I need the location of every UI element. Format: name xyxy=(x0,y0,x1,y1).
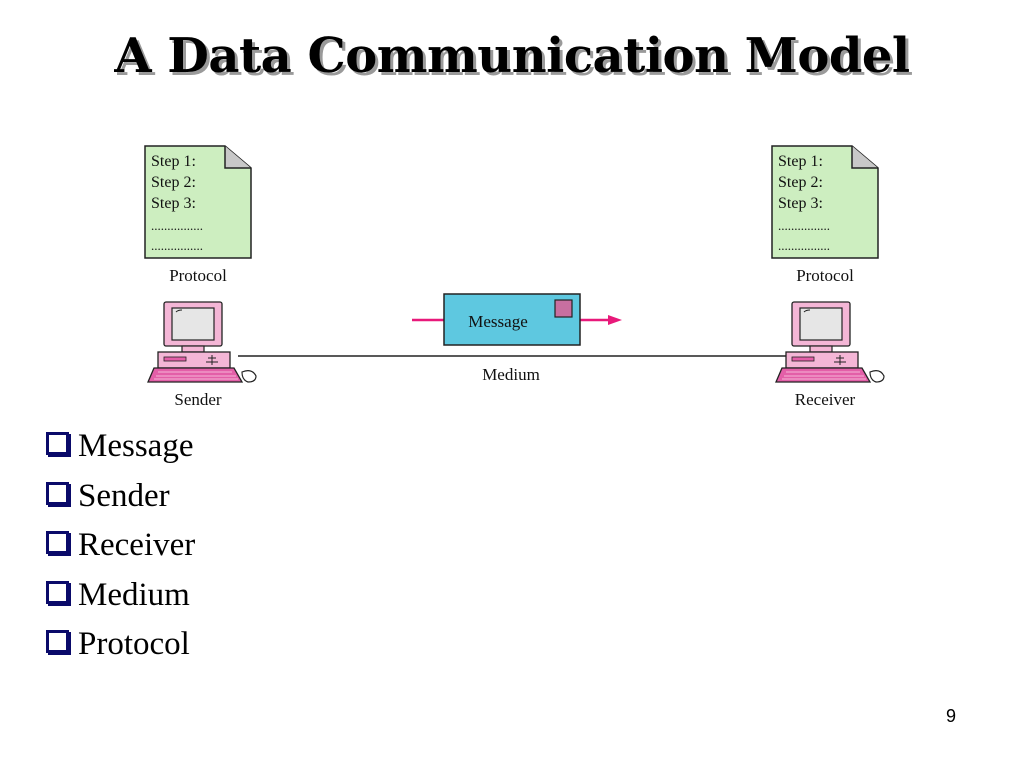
checkbox-bullet-icon xyxy=(46,432,69,456)
bullet-item-receiver: Receiver xyxy=(46,521,195,571)
sender-computer-icon xyxy=(147,301,257,383)
checkbox-bullet-icon xyxy=(46,580,69,604)
bullet-label: Message xyxy=(78,428,194,465)
receiver-label: Receiver xyxy=(795,390,856,409)
checkbox-bullet-icon xyxy=(46,630,69,654)
sender-protocol-document: Step 1: Step 2: Step 3: ................… xyxy=(144,145,252,259)
message-stamp xyxy=(554,299,573,318)
message-label: Message xyxy=(468,312,527,331)
message-envelope: Message xyxy=(443,293,581,346)
bullet-label: Protocol xyxy=(78,626,190,663)
bullet-list: Message Sender Receiver Medium Protocol xyxy=(46,422,195,670)
sender-doc-step-2: Step 2: xyxy=(151,174,196,191)
sender-doc-step-3: Step 3: xyxy=(151,195,196,212)
bullet-item-medium: Medium xyxy=(46,571,195,621)
sender-protocol-label: Protocol xyxy=(169,266,227,285)
bullet-label: Medium xyxy=(78,576,190,613)
receiver-doc-step-3: Step 3: xyxy=(778,195,823,212)
medium-label: Medium xyxy=(482,365,540,384)
checkbox-bullet-icon xyxy=(46,481,69,505)
receiver-doc-step-1: Step 1: xyxy=(778,153,823,170)
receiver-protocol-document: Step 1: Step 2: Step 3: ................… xyxy=(771,145,879,259)
receiver-computer-icon xyxy=(775,301,885,383)
bullet-item-protocol: Protocol xyxy=(46,620,195,670)
message-arrow xyxy=(412,315,622,325)
receiver-protocol-label: Protocol xyxy=(796,266,854,285)
slide-title: A Data Communication Model xyxy=(114,28,910,84)
sender-label: Sender xyxy=(174,390,222,409)
page-number: 9 xyxy=(946,706,957,726)
bullet-label: Sender xyxy=(78,477,170,514)
bullet-label: Receiver xyxy=(78,527,196,564)
receiver-doc-dots-1: ................ xyxy=(778,218,830,233)
sender-doc-dots-1: ................ xyxy=(151,218,203,233)
sender-doc-step-1: Step 1: xyxy=(151,153,196,170)
bullet-item-sender: Sender xyxy=(46,472,195,522)
bullet-item-message: Message xyxy=(46,422,195,472)
receiver-doc-step-2: Step 2: xyxy=(778,174,823,191)
communication-diagram: Step 1: Step 2: Step 3: ................… xyxy=(144,145,885,409)
sender-doc-dots-2: ................ xyxy=(151,238,203,253)
checkbox-bullet-icon xyxy=(46,531,69,555)
receiver-doc-dots-2: ................ xyxy=(778,238,830,253)
